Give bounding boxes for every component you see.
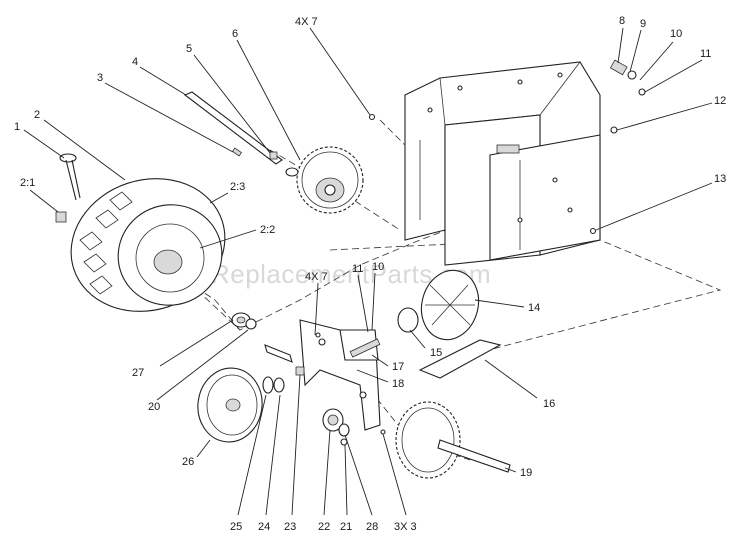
label-27: 27: [132, 367, 144, 379]
label-25: 25: [230, 521, 242, 533]
label-28: 28: [366, 521, 378, 533]
impeller: [397, 269, 480, 341]
latch-fittings: [368, 59, 646, 235]
wheel-assembly: [70, 178, 226, 312]
wheel-hardware: [55, 153, 81, 223]
label-26: 26: [182, 456, 194, 468]
label-2-2: 2:2: [260, 224, 275, 236]
label-20: 20: [148, 401, 160, 413]
axle-shaft: [183, 91, 299, 177]
label-4x7-mid: 4X 7: [305, 271, 328, 283]
label-6: 6: [232, 28, 238, 40]
label-24: 24: [258, 521, 270, 533]
label-11-mid: 11: [352, 263, 363, 275]
bracket: [418, 339, 502, 379]
gear: [380, 401, 511, 479]
label-5: 5: [186, 43, 192, 55]
label-3: 3: [97, 72, 103, 84]
sprocket: [296, 146, 364, 214]
label-10-mid: 10: [372, 261, 384, 273]
label-9: 9: [640, 18, 646, 30]
label-2-1: 2:1: [20, 177, 35, 189]
callout-labels: 1 2 2:1 2:2 2:3 3 4 5 6 4X 7 8 9 10 11 1…: [14, 15, 726, 533]
label-2: 2: [34, 109, 40, 121]
label-15: 15: [430, 347, 442, 359]
label-18: 18: [392, 378, 404, 390]
label-4: 4: [132, 56, 138, 68]
label-17: 17: [392, 361, 404, 373]
lower-bearing: [322, 408, 350, 446]
label-19: 19: [520, 467, 532, 479]
side-plate: [299, 319, 381, 431]
label-4x7-top: 4X 7: [295, 16, 318, 28]
label-12: 12: [714, 95, 726, 107]
pulley: [197, 367, 263, 443]
leader-lines: [23, 27, 713, 516]
label-3x3: 3X 3: [394, 521, 417, 533]
label-14: 14: [528, 302, 540, 314]
label-16: 16: [543, 398, 555, 410]
label-11-top: 11: [700, 48, 711, 60]
label-23: 23: [284, 521, 296, 533]
label-10-top: 10: [670, 28, 682, 40]
label-21: 21: [340, 521, 352, 533]
label-13: 13: [714, 173, 726, 185]
auger-housing: [404, 61, 601, 266]
label-2-3: 2:3: [230, 181, 245, 193]
label-22: 22: [318, 521, 330, 533]
label-8: 8: [619, 15, 625, 27]
label-1: 1: [14, 121, 20, 133]
bearings: [231, 312, 305, 394]
